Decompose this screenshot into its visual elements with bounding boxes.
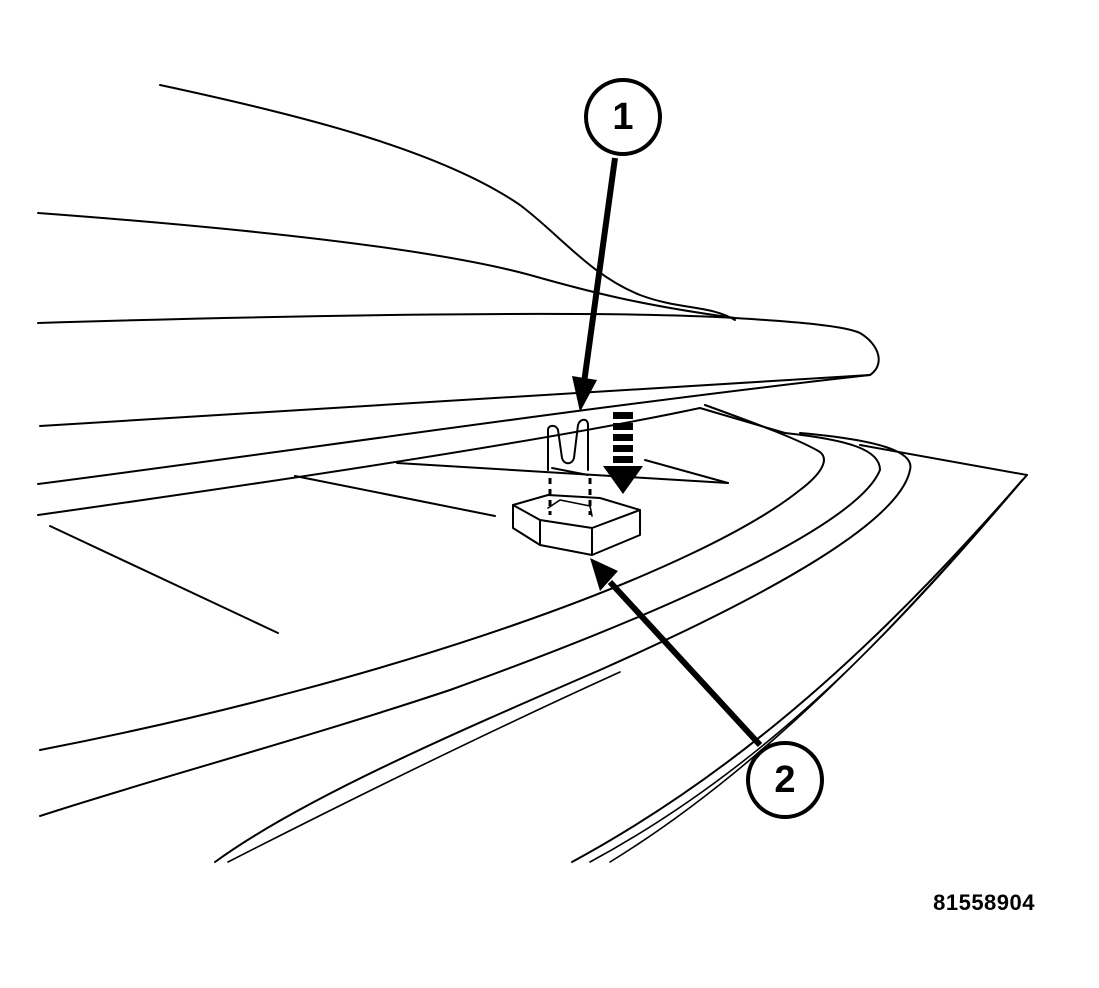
body-lines [39,404,1028,863]
callout-2-label: 2 [774,759,795,801]
callout-1: 1 [584,78,662,156]
clip-part [547,418,592,515]
callout-2-leader [590,558,763,748]
callout-1-leader [572,157,618,412]
figure-id: 81558904 [933,890,1035,915]
panel-outline [37,84,880,516]
bracket-part [512,494,641,556]
down-arrow-icon [603,412,643,494]
callout-1-label: 1 [612,96,633,138]
callout-2: 2 [746,741,824,819]
